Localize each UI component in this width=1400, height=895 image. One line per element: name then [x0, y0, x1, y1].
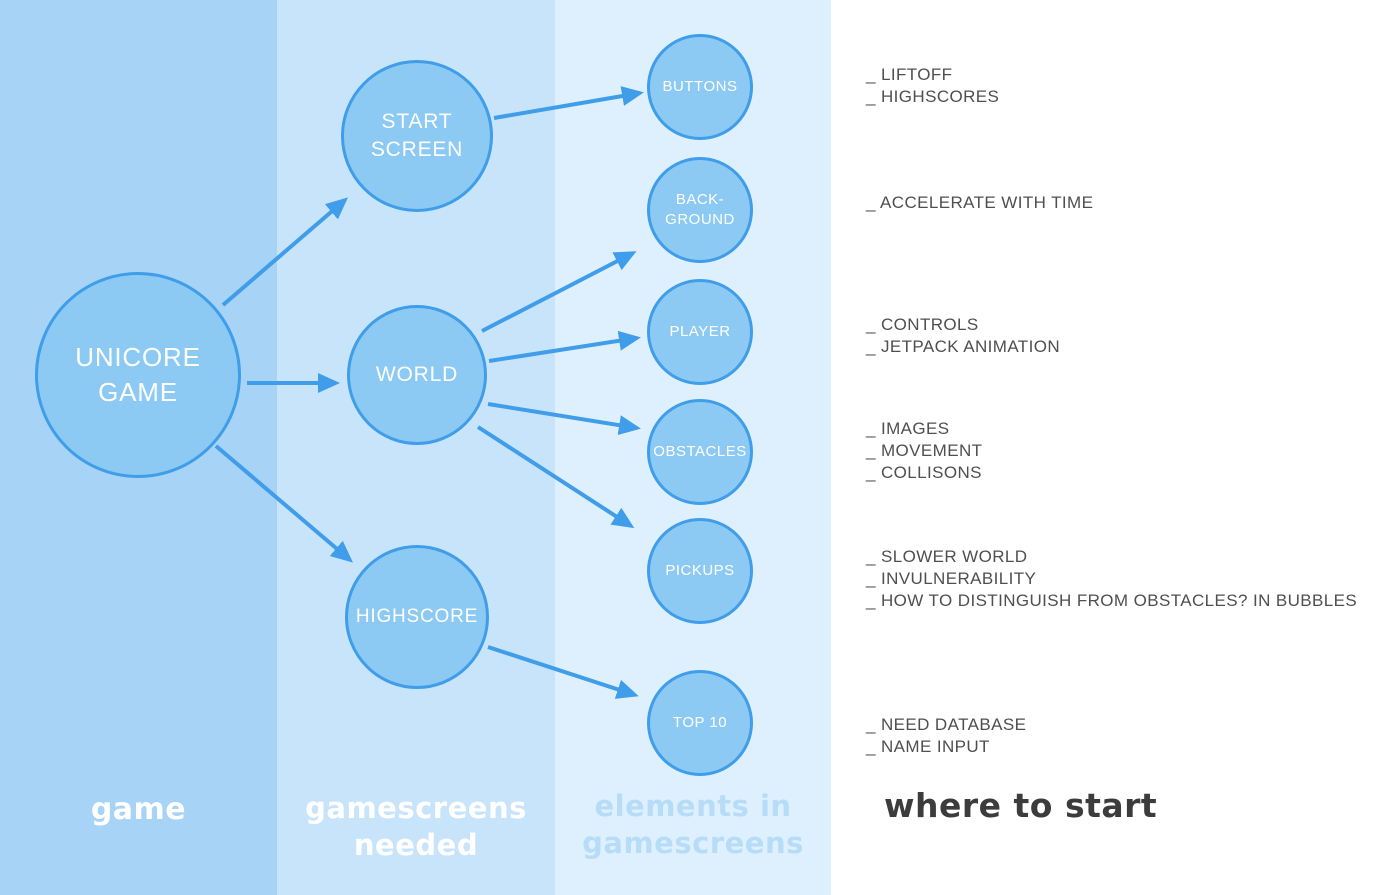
edge-world-to-obstacles: [487, 402, 641, 436]
node-pickups: PICKUPS: [647, 518, 753, 624]
notes-obstacles: _ IMAGES _ MOVEMENT _ COLLISONS: [866, 419, 983, 482]
node-player: PLAYER: [647, 279, 753, 385]
notes-player: _ CONTROLS _ JETPACK ANIMATION: [866, 315, 1061, 356]
node-unicore-game: UNICORE GAME: [35, 272, 241, 478]
column-label-game: game: [90, 792, 187, 827]
node-obstacles: OBSTACLES: [647, 399, 753, 505]
node-buttons: BUTTONS: [647, 34, 753, 140]
edge-world-to-pickups: [476, 425, 635, 529]
edge-world-to-player: [488, 330, 641, 363]
column-where-to-start-bg: [831, 0, 1400, 895]
edge-world-to-background: [481, 251, 637, 333]
node-highscore: HIGHSCORE: [345, 545, 489, 689]
edge-unicore-game-to-highscore: [214, 444, 354, 563]
edge-start-screen-to-buttons: [493, 86, 644, 120]
node-background: BACK- GROUND: [647, 157, 753, 263]
node-start-screen: START SCREEN: [341, 60, 493, 212]
notes-pickups: _ SLOWER WORLD _ INVULNERABILITY _ HOW T…: [866, 547, 1358, 610]
column-label-gamescreens-needed: gamescreens needed: [305, 791, 527, 862]
notes-buttons: _ LIFTOFF _ HIGHSCORES: [866, 65, 1000, 106]
column-label-where-to-start: where to start: [884, 786, 1158, 825]
notes-top-10: _ NEED DATABASE _ NAME INPUT: [866, 715, 1027, 756]
column-label-elements-in-gamescreens: elements in gamescreens: [582, 789, 804, 860]
notes-background: _ ACCELERATE WITH TIME: [866, 193, 1094, 212]
node-top-10: TOP 10: [647, 670, 753, 776]
edge-highscore-to-top10: [487, 645, 639, 699]
node-world: WORLD: [347, 305, 487, 445]
edge-unicore-game-to-start-screen: [221, 197, 349, 307]
